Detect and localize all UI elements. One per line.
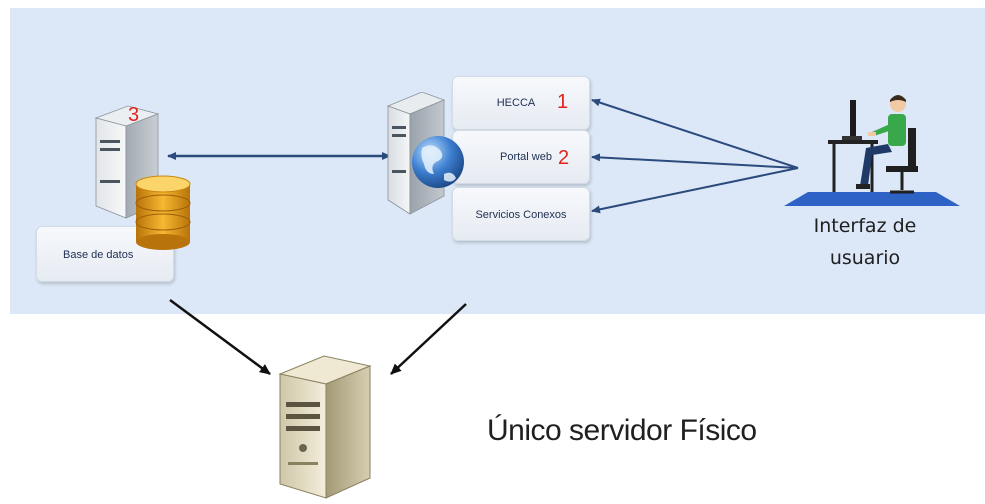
physical-server-label: Único servidor Físico xyxy=(487,414,757,447)
service-box-hecca: HECCA 1 xyxy=(452,76,590,130)
web-to-physical-arrow xyxy=(390,303,467,375)
database-server-icon xyxy=(94,105,191,250)
database-label: Base de datos xyxy=(63,249,134,261)
user-to-portal-arrow xyxy=(591,153,799,169)
user-interface-line1: Interfaz de xyxy=(813,215,917,237)
web-server-icon xyxy=(386,92,464,215)
database-number: 3 xyxy=(128,104,140,126)
service-label: HECCA xyxy=(496,97,536,109)
service-box-servicios-conexos: Servicios Conexos xyxy=(452,187,590,241)
db-to-physical-arrow xyxy=(169,298,271,376)
user-interface-label: Interfaz de usuario xyxy=(790,210,940,274)
user-interface-line2: usuario xyxy=(829,247,901,269)
service-number: 2 xyxy=(558,147,570,169)
service-number: 1 xyxy=(557,91,569,113)
user-to-conexos-arrow xyxy=(591,167,799,214)
user-workstation-icon xyxy=(784,95,960,206)
service-label: Portal web xyxy=(500,151,552,163)
physical-server-icon xyxy=(278,355,372,499)
service-label: Servicios Conexos xyxy=(475,209,567,221)
user-to-hecca-arrow xyxy=(591,98,799,169)
service-box-portal-web: Portal web 2 xyxy=(452,130,590,184)
